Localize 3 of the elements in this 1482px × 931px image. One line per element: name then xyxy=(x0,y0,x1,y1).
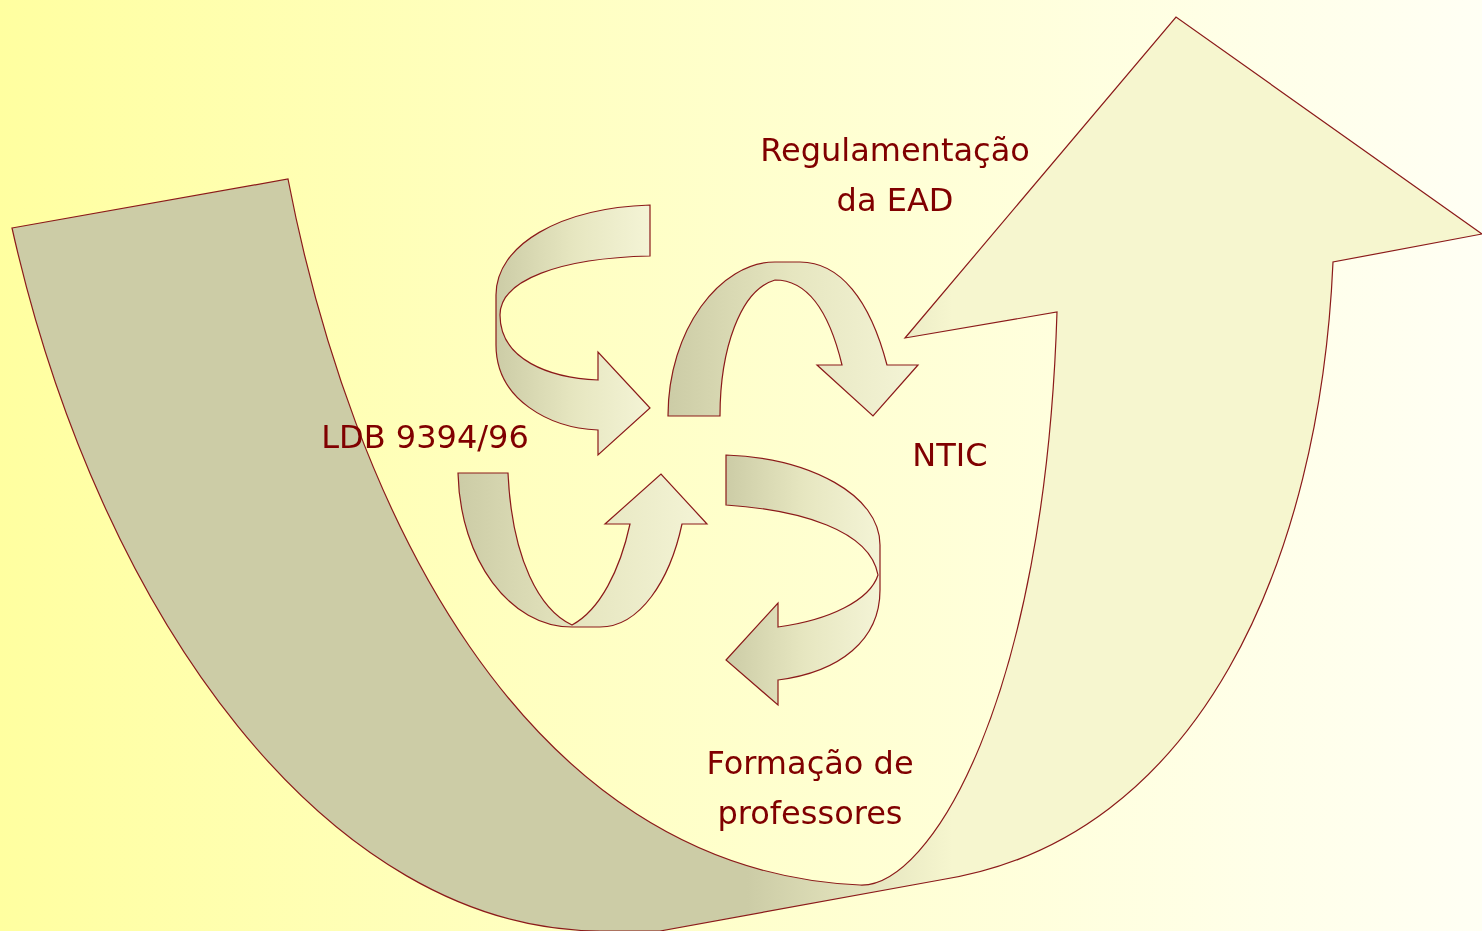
diagram-label: Formação de professores xyxy=(705,743,915,834)
diagram-label: NTIC xyxy=(911,435,989,476)
diagram-label: Regulamentação da EAD xyxy=(759,130,1031,221)
